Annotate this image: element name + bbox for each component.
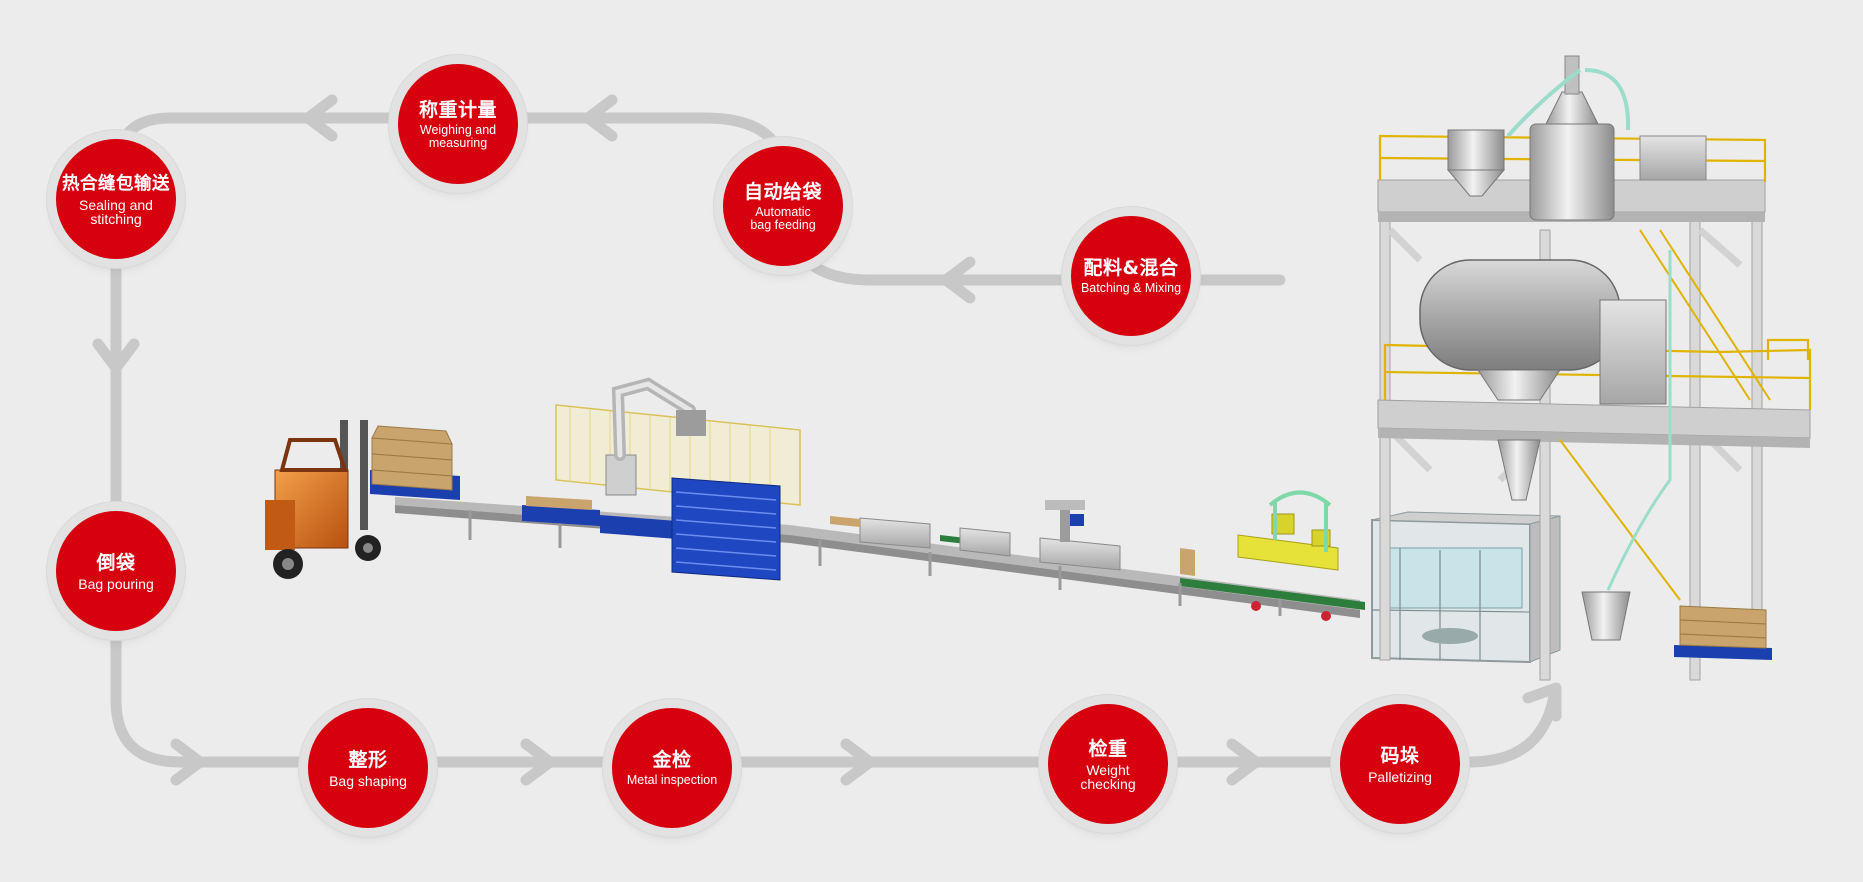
step-sealing-stitching: 热合缝包输送 Sealing and stitching bbox=[56, 139, 176, 259]
step-title-cn: 整形 bbox=[348, 748, 388, 771]
step-title-cn: 热合缝包输送 bbox=[62, 173, 170, 194]
step-automatic-bag-feeding: 自动给袋 Automatic bag feeding bbox=[723, 146, 843, 266]
step-title-en: Weighing and measuring bbox=[419, 122, 497, 150]
forklift bbox=[265, 420, 460, 579]
step-bag-shaping: 整形 Bag shaping bbox=[308, 708, 428, 828]
step-title-en: Automatic bag feeding bbox=[750, 204, 816, 232]
conveyor-line bbox=[395, 490, 1365, 621]
storage-tanks bbox=[1446, 55, 1707, 221]
step-title-cn: 称重计量 bbox=[418, 98, 497, 121]
step-metal-inspection: 金检 Metal inspection bbox=[612, 708, 732, 828]
step-title-cn: 检重 bbox=[1088, 737, 1128, 760]
flow-arrows bbox=[92, 94, 1562, 786]
step-title-cn: 配料&混合 bbox=[1083, 257, 1179, 279]
step-title-en: Metal inspection bbox=[626, 773, 718, 787]
mixing-tower bbox=[1377, 55, 1812, 681]
step-title-en: Batching & Mixing bbox=[1080, 281, 1182, 295]
weight-check-machine bbox=[1237, 490, 1340, 621]
step-title-cn: 金检 bbox=[652, 749, 692, 771]
step-palletizing: 码垛 Palletizing bbox=[1340, 704, 1460, 824]
step-bag-pouring: 倒袋 Bag pouring bbox=[56, 511, 176, 631]
step-title-en: Bag shaping bbox=[329, 772, 407, 789]
step-title-en: Palletizing bbox=[1368, 768, 1432, 785]
step-weighing-measuring: 称重计量 Weighing and measuring bbox=[398, 64, 518, 184]
step-title-en: Bag pouring bbox=[78, 575, 154, 592]
ribbon-mixer bbox=[1419, 259, 1667, 501]
step-title-en: Sealing and stitching bbox=[79, 196, 153, 227]
step-title-cn: 自动给袋 bbox=[743, 180, 822, 203]
step-title-en: Weight checking bbox=[1080, 761, 1136, 792]
step-batching-mixing: 配料&混合 Batching & Mixing bbox=[1071, 216, 1191, 336]
step-title-cn: 码垛 bbox=[1380, 744, 1420, 767]
step-weight-checking: 检重 Weight checking bbox=[1048, 704, 1168, 824]
robot-palletizer bbox=[522, 377, 801, 581]
packing-machine bbox=[1371, 511, 1561, 664]
step-title-cn: 倒袋 bbox=[96, 551, 136, 574]
